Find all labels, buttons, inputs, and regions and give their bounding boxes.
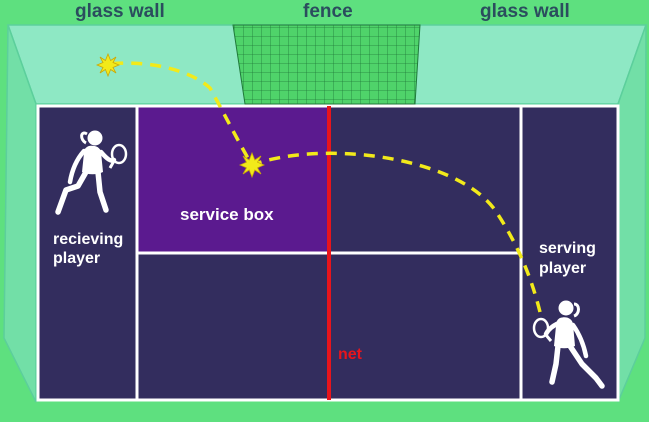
service-box-highlight (137, 106, 330, 253)
receiving-player-label-line1: recieving (53, 231, 124, 248)
receiving-player-label-line2: player (53, 250, 101, 267)
net-label: net (338, 346, 362, 363)
fence-label: fence (303, 1, 353, 22)
ball-bounce-icon-top (95, 52, 121, 78)
receiving-player-icon (55, 130, 128, 215)
right-glass-wall (617, 24, 647, 403)
fence-mesh (232, 24, 421, 105)
ball-trajectory (107, 61, 542, 313)
serving-player-label-line1: serving (539, 240, 596, 257)
glass-wall-left-label: glass wall (75, 1, 165, 22)
glass-wall-right-label: glass wall (480, 1, 570, 22)
service-box-label: service box (180, 205, 274, 224)
serving-player-label-line2: player (539, 260, 587, 277)
ball-bounce-icon-middle (238, 151, 266, 179)
serving-player-icon (532, 300, 605, 389)
left-glass-wall (3, 24, 37, 403)
